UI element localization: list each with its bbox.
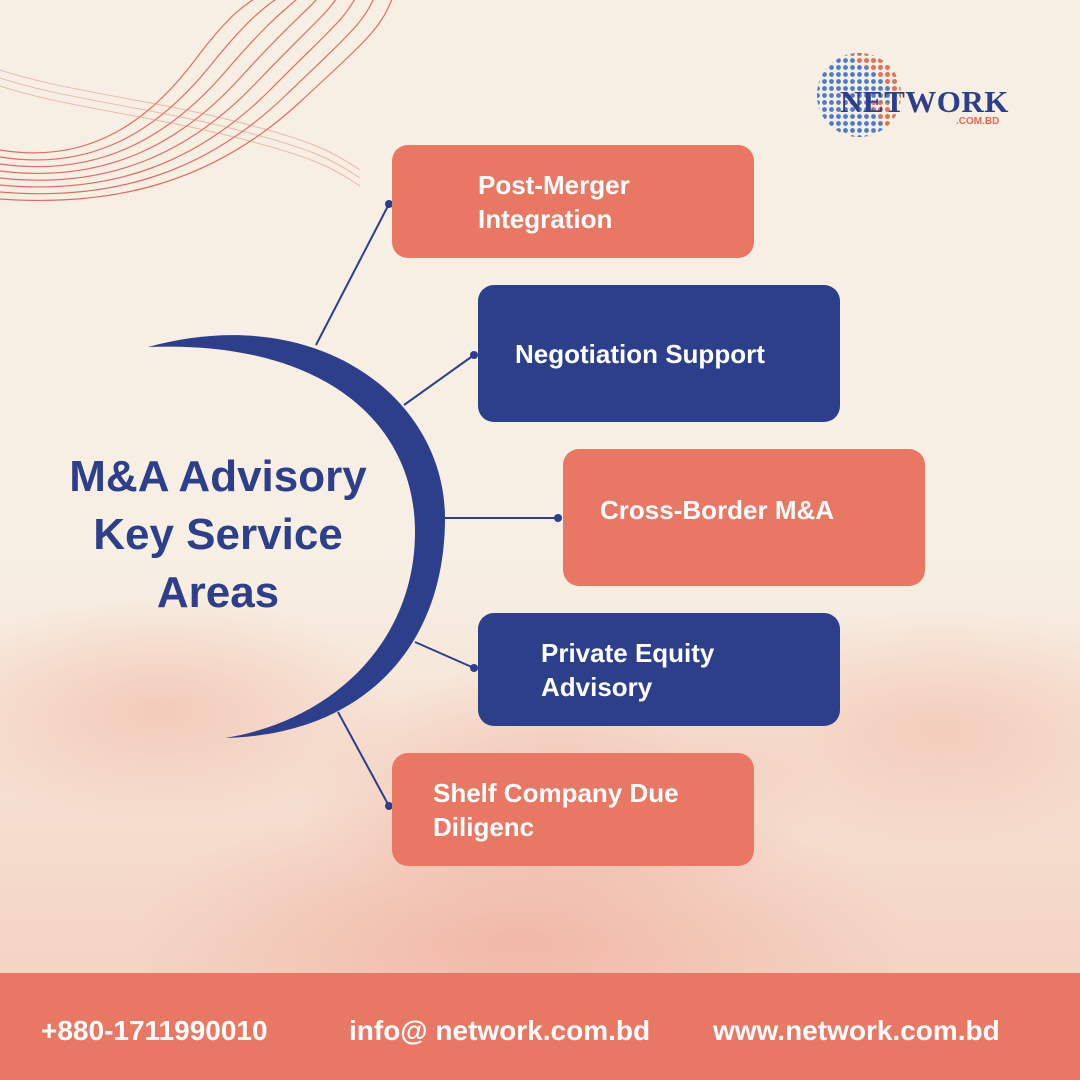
service-box-cross-border: Cross-Border M&A — [563, 449, 925, 586]
service-label: Shelf Company Due Diligenc — [433, 777, 679, 842]
service-label: Private Equity Advisory — [541, 637, 715, 702]
connector-line-4 — [414, 641, 475, 669]
diagram-title: M&A Advisory Key Service Areas — [69, 452, 367, 617]
connector-dot-5 — [385, 802, 393, 810]
service-label: Cross-Border M&A — [600, 494, 835, 525]
service-label: Negotiation Support — [515, 338, 765, 369]
connector-dot-2 — [470, 351, 478, 359]
footer-website: www.network.com.bd — [713, 1015, 1000, 1046]
service-box-private-equity: Private Equity Advisory — [478, 613, 840, 726]
connector-dot-4 — [470, 664, 478, 672]
service-box-shelf-company: Shelf Company Due Diligenc — [392, 753, 754, 866]
connector-dot-3 — [554, 514, 562, 522]
connector-line-2 — [403, 354, 475, 406]
service-box-post-merger-integration: Post-Merger Integration — [392, 145, 754, 258]
contact-footer: +880-1711990010 info@ network.com.bd www… — [0, 973, 1080, 1080]
connector-line-5 — [337, 711, 390, 807]
network-logo: NETWORK .COM.BD — [814, 50, 1014, 140]
globe-icon — [817, 53, 901, 137]
logo-domain: .COM.BD — [956, 116, 1000, 127]
service-box-negotiation-support: Negotiation Support — [478, 285, 840, 422]
logo-wordmark: NETWORK — [840, 84, 1009, 119]
connector-line-1 — [315, 203, 390, 346]
connector-dot-1 — [385, 200, 393, 208]
service-label: Post-Merger Integration — [478, 169, 630, 234]
decorative-wave-lines — [0, 0, 393, 202]
footer-email: info@ network.com.bd — [349, 1015, 651, 1046]
footer-phone: +880-1711990010 — [41, 1015, 268, 1046]
